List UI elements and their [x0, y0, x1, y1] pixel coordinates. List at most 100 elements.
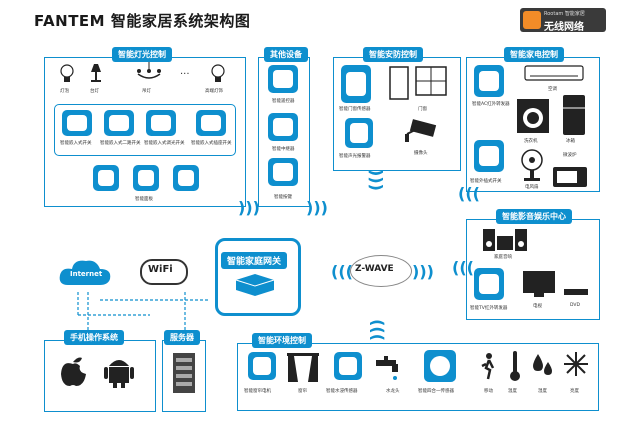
fancy-bulb-icon	[211, 64, 225, 82]
microwave-label: 微波炉	[563, 153, 577, 158]
door-window-icon	[389, 66, 447, 100]
door-window-label: 门窗	[418, 107, 427, 112]
zwave-left-signal: (((	[331, 262, 353, 281]
dvd-label: DVD	[570, 303, 580, 308]
keyfob-tile	[268, 158, 298, 186]
siren-tile	[345, 118, 373, 148]
washer-label: 洗衣机	[524, 139, 538, 144]
server-section	[162, 340, 206, 412]
zwave-right-signal: )))	[412, 262, 434, 281]
environment-signal-icon: )))	[366, 319, 386, 341]
ac-ir-label: 智能AC红外转发器	[472, 102, 510, 107]
flood-sensor-label: 智能水浸传感器	[326, 389, 358, 394]
air-conditioner-icon	[524, 65, 584, 81]
module-label-2: 智能嵌入式二路开关	[100, 141, 141, 146]
ac-label: 空调	[548, 87, 557, 92]
module-tile-3	[146, 110, 176, 136]
motion-icon	[481, 353, 495, 380]
tv-icon	[523, 271, 555, 297]
gateway-device-icon	[235, 274, 275, 296]
wall-panel-3	[173, 165, 199, 191]
curtain-label: 窗帘	[298, 389, 307, 394]
fan-icon	[521, 149, 543, 181]
speaker-label: 家庭音响	[494, 255, 512, 260]
module-tile-4	[196, 110, 226, 136]
light-label-bulb: 灯泡	[60, 89, 69, 94]
zwave-label: Z-WAVE	[355, 264, 394, 274]
siren-label: 智能声光报警器	[339, 154, 371, 159]
humidity-icon	[533, 354, 552, 375]
faucet-label: 水龙头	[386, 389, 400, 394]
other-signal-icon: )))	[306, 198, 328, 217]
remote-label: 智能遥控器	[272, 99, 295, 104]
camera-icon	[405, 119, 437, 142]
speaker-system-icon	[483, 229, 527, 251]
brand-big-text: 无线网络	[544, 22, 584, 33]
camera-label: 摄像头	[414, 151, 428, 156]
plug-switch-tile	[474, 140, 504, 172]
module-label-3: 智能嵌入式调光开关	[144, 141, 185, 146]
wall-panel-1	[93, 165, 119, 191]
thermometer-icon	[510, 351, 520, 381]
door-sensor-label: 智能门窗传感器	[339, 107, 371, 112]
server-rack-icon	[173, 353, 195, 393]
security-signal-icon: )))	[366, 169, 386, 191]
android-icon	[104, 360, 134, 388]
module-tile-1	[62, 110, 92, 136]
ac-ir-tile	[474, 65, 504, 97]
fridge-icon	[563, 95, 585, 135]
other-devices-title: 其他设备	[264, 47, 308, 62]
av-title: 智能影音娱乐中心	[496, 209, 572, 224]
fridge-label: 冰箱	[566, 139, 575, 144]
wifi-label: WiFi	[148, 264, 173, 275]
remote-tile	[268, 65, 298, 93]
server-title: 服务器	[164, 330, 200, 345]
lighting-signal-icon: )))	[238, 198, 260, 217]
wifi-badge	[140, 259, 188, 285]
multisensor-tile	[424, 350, 456, 382]
tv-ir-tile	[474, 268, 504, 300]
repeater-label: 智能中继器	[272, 147, 295, 152]
mobile-title: 手机操作系统	[64, 330, 124, 345]
av-signal-icon: (((	[452, 258, 474, 277]
panel-label: 智能面板	[135, 197, 153, 202]
lighting-title: 智能灯光控制	[112, 47, 172, 62]
page-title: FANTEM 智能家居系统架构图	[34, 12, 251, 30]
light-label-fancy: 高端灯饰	[205, 89, 223, 94]
zwave-badge	[350, 255, 412, 287]
switch-modules-group	[54, 104, 236, 156]
door-sensor-tile	[341, 65, 371, 103]
plug-switch-label: 智能外插式开关	[470, 179, 502, 184]
security-title: 智能安防控制	[363, 47, 423, 62]
brightness-icon	[564, 352, 588, 376]
tv-ir-label: 智能TV红外转发器	[470, 306, 508, 311]
light-label-lamp: 台灯	[90, 89, 99, 94]
microwave-icon	[553, 167, 587, 187]
dvd-player-icon	[564, 289, 588, 295]
internet-label: Internet	[70, 270, 103, 278]
brightness-label: 亮度	[570, 389, 579, 394]
apple-icon	[61, 357, 86, 386]
brand-logo: Rootam 智能家居 无线网络	[520, 8, 606, 33]
brand-small-text: Rootam 智能家居	[544, 11, 585, 17]
curtain-motor-tile	[248, 352, 276, 380]
fan-label: 电风扇	[525, 185, 539, 190]
chandelier-icon	[137, 62, 161, 79]
module-label-1: 智能嵌入式开关	[60, 141, 92, 146]
internet-cloud-icon	[59, 260, 111, 285]
more-lights-ellipsis: ...	[180, 66, 190, 77]
module-tile-2	[104, 110, 134, 136]
washing-machine-icon	[517, 99, 549, 133]
desk-lamp-icon	[91, 64, 101, 82]
light-label-chandelier: 吊灯	[142, 89, 151, 94]
wall-panel-2	[133, 165, 159, 191]
flood-sensor-tile	[334, 352, 362, 380]
humidity-label: 湿度	[538, 389, 547, 394]
keyfob-label: 智能按键	[274, 195, 292, 200]
curtain-icon	[287, 353, 319, 382]
environment-title: 智能环境控制	[252, 333, 312, 348]
motion-label: 移动	[484, 389, 493, 394]
gateway-box	[215, 238, 301, 316]
appliance-signal-icon: (((	[458, 184, 480, 203]
